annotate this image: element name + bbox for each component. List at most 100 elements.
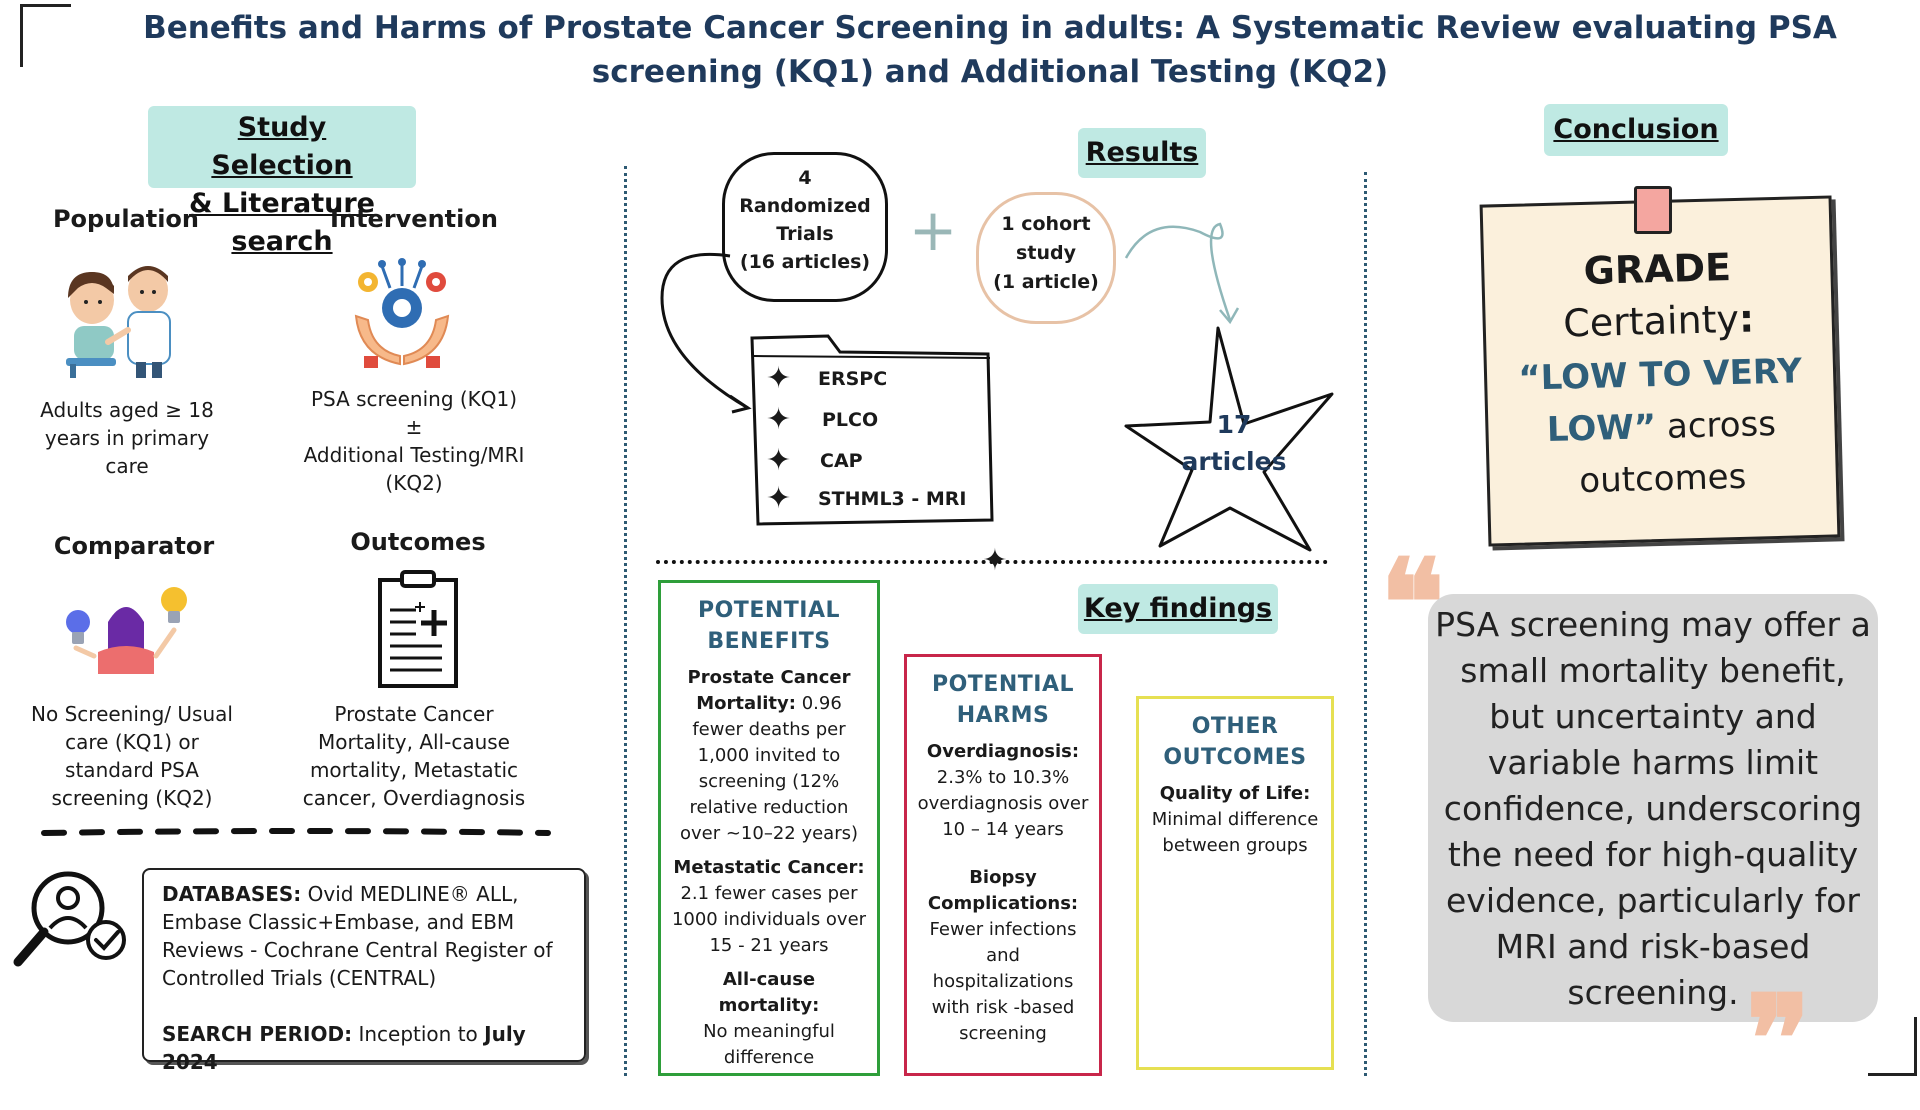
other-title-line1: OTHER bbox=[1191, 714, 1279, 739]
quote-close-icon: ❞ bbox=[1746, 969, 1811, 1110]
rating-line1: “LOW TO VERY bbox=[1517, 351, 1803, 399]
benefits-pcm-text: 0.96 fewer deaths per 1,000 invited to s… bbox=[679, 693, 859, 844]
star-label: 17 articles bbox=[1164, 406, 1304, 480]
sparkle-icon: ✦ bbox=[766, 402, 792, 437]
divider-left bbox=[624, 166, 627, 1076]
trials-bubble: 4 Randomized Trials (16 articles) bbox=[722, 152, 888, 302]
corner-frame-bottom-right bbox=[1868, 1017, 1917, 1076]
potential-harms-box: POTENTIAL HARMS Overdiagnosis: 2.3% to 1… bbox=[904, 654, 1102, 1076]
trials-line3: Trials bbox=[776, 223, 834, 245]
study-selection-heading-line2: & Literature search bbox=[189, 188, 375, 257]
cohort-bubble: 1 cohort study (1 article) bbox=[976, 192, 1116, 324]
benefits-meta-label: Metastatic Cancer: bbox=[673, 857, 865, 878]
divider-right bbox=[1364, 172, 1367, 1076]
sparkle-icon: ✦ bbox=[766, 443, 792, 478]
databases-label: DATABASES: bbox=[162, 882, 302, 906]
person-lightbulbs-icon bbox=[66, 587, 187, 674]
grade-sticky-note: GRADE Certainty: “LOW TO VERY LOW” acros… bbox=[1479, 195, 1841, 547]
benefits-acm-label: All-cause mortality: bbox=[718, 969, 820, 1016]
person-search-icon bbox=[13, 871, 126, 967]
population-label: Population bbox=[52, 205, 200, 233]
trials-line4: (16 articles) bbox=[739, 251, 871, 273]
study-selection-heading-line1: Study Selection bbox=[166, 109, 398, 185]
search-period-paragraph: SEARCH PERIOD: Inception to July 2024 bbox=[162, 1020, 566, 1076]
databases-paragraph: DATABASES: Ovid MEDLINE® ALL, Embase Cla… bbox=[162, 880, 566, 992]
conclusion-quote: PSA screening may offer a small mortalit… bbox=[1428, 594, 1878, 1022]
other-outcomes-box: OTHER OUTCOMES Quality of Life: Minimal … bbox=[1136, 696, 1334, 1070]
certainty-colon: : bbox=[1738, 296, 1755, 341]
results-heading: Results bbox=[1078, 128, 1206, 178]
dashed-divider bbox=[41, 828, 551, 836]
trials-list: ✦ ERSPC ✦ PLCO ✦ CAP ✦ STHML3 - MRI bbox=[766, 362, 986, 520]
benefits-title-line2: BENEFITS bbox=[707, 629, 831, 654]
cohort-line2: study bbox=[1016, 242, 1076, 264]
search-period-label: SEARCH PERIOD: bbox=[162, 1022, 353, 1046]
rating-line2: LOW” bbox=[1546, 407, 1657, 450]
star-icon bbox=[1124, 326, 1334, 552]
outcomes-label: Outcomes bbox=[350, 528, 486, 556]
comparator-text: No Screening/ Usual care (KQ1) or standa… bbox=[31, 702, 233, 810]
star-unit: articles bbox=[1181, 447, 1287, 476]
clipboard-icon bbox=[378, 570, 458, 688]
trial-name: PLCO bbox=[822, 409, 879, 431]
results-separator bbox=[656, 560, 1328, 564]
curved-arrow-right bbox=[1124, 222, 1240, 325]
trials-count: 4 bbox=[798, 167, 812, 189]
intervention-line1: PSA screening (KQ1) bbox=[310, 387, 518, 411]
other-title: OTHER OUTCOMES bbox=[1149, 711, 1321, 773]
trial-item-cap: ✦ CAP bbox=[766, 444, 986, 482]
benefits-title-line1: POTENTIAL bbox=[697, 598, 840, 623]
databases-text: Ovid MEDLINE® ALL, Embase Classic+Embase… bbox=[162, 882, 553, 990]
sparkle-icon: ✦ bbox=[766, 481, 792, 516]
benefits-pcm-label: Prostate Cancer Mortality: bbox=[687, 667, 851, 714]
trials-line2: Randomized bbox=[739, 195, 871, 217]
cohort-line3: (1 article) bbox=[993, 271, 1099, 293]
curved-arrow-left bbox=[660, 252, 752, 414]
plus-sign: + bbox=[908, 196, 958, 264]
pin-icon bbox=[1634, 186, 1672, 234]
other-qol-text: Minimal difference between groups bbox=[1151, 809, 1319, 856]
intervention-label: Intervention bbox=[330, 205, 498, 233]
harms-biopsy-label: Biopsy Complications: bbox=[927, 867, 1079, 914]
other-title-line2: OUTCOMES bbox=[1163, 745, 1307, 770]
harms-overdiagnosis-text: 2.3% to 10.3% overdiagnosis over 10 – 14… bbox=[917, 767, 1089, 840]
intervention-line3: Additional Testing/MRI (KQ2) bbox=[303, 443, 525, 495]
trial-name: CAP bbox=[820, 450, 863, 472]
comparator-label: Comparator bbox=[53, 532, 215, 560]
trial-item-erspc: ✦ ERSPC bbox=[766, 362, 986, 403]
other-qol-label: Quality of Life: bbox=[1159, 783, 1311, 804]
trial-item-sthml3: ✦ STHML3 - MRI bbox=[766, 482, 986, 520]
intervention-line2: ± bbox=[405, 415, 423, 439]
trial-name: STHML3 - MRI bbox=[818, 488, 967, 510]
conclusion-heading: Conclusion bbox=[1544, 104, 1728, 156]
doctor-patient-icon bbox=[66, 266, 171, 378]
key-findings-heading: Key findings bbox=[1078, 584, 1278, 634]
harms-biopsy-text: Fewer infections and hospitalizations wi… bbox=[929, 919, 1077, 1044]
page-title: Benefits and Harms of Prostate Cancer Sc… bbox=[143, 10, 1837, 90]
certainty-line: Certainty: bbox=[1485, 288, 1832, 353]
harms-overdiagnosis-label: Overdiagnosis: bbox=[926, 741, 1080, 762]
sparkle-icon: ✦ bbox=[766, 361, 792, 396]
gears-hands-icon bbox=[354, 258, 450, 368]
star-count: 17 bbox=[1216, 410, 1252, 439]
folder-icon bbox=[750, 334, 994, 526]
certainty-rating: “LOW TO VERY LOW” across outcomes bbox=[1486, 344, 1836, 509]
search-period-text: Inception to bbox=[358, 1022, 478, 1046]
trial-name: ERSPC bbox=[818, 368, 888, 390]
benefits-acm-text: No meaningful difference bbox=[703, 1021, 835, 1068]
certainty-label: Certainty bbox=[1562, 296, 1740, 346]
trial-item-plco: ✦ PLCO bbox=[766, 403, 986, 444]
databases-box: DATABASES: Ovid MEDLINE® ALL, Embase Cla… bbox=[142, 868, 586, 1074]
corner-frame-top-left bbox=[20, 4, 71, 67]
benefits-title: POTENTIAL BENEFITS bbox=[671, 595, 867, 657]
harms-title: POTENTIAL HARMS bbox=[917, 669, 1089, 731]
study-selection-heading: Study Selection & Literature search bbox=[148, 106, 416, 257]
potential-benefits-box: POTENTIAL BENEFITS Prostate Cancer Morta… bbox=[658, 580, 880, 1076]
separator-sparkle-icon: ✦ bbox=[982, 543, 1008, 578]
search-period-end: July 2024 bbox=[162, 1022, 526, 1074]
benefits-meta-text: 2.1 fewer cases per 1000 individuals ove… bbox=[671, 883, 867, 956]
harms-title-line2: HARMS bbox=[956, 703, 1050, 728]
population-text: Adults aged ≥ 18 years in primary care bbox=[40, 398, 214, 478]
harms-title-line1: POTENTIAL bbox=[931, 672, 1074, 697]
benefits-pcm: Prostate Cancer Mortality: 0.96 fewer de… bbox=[671, 665, 867, 847]
